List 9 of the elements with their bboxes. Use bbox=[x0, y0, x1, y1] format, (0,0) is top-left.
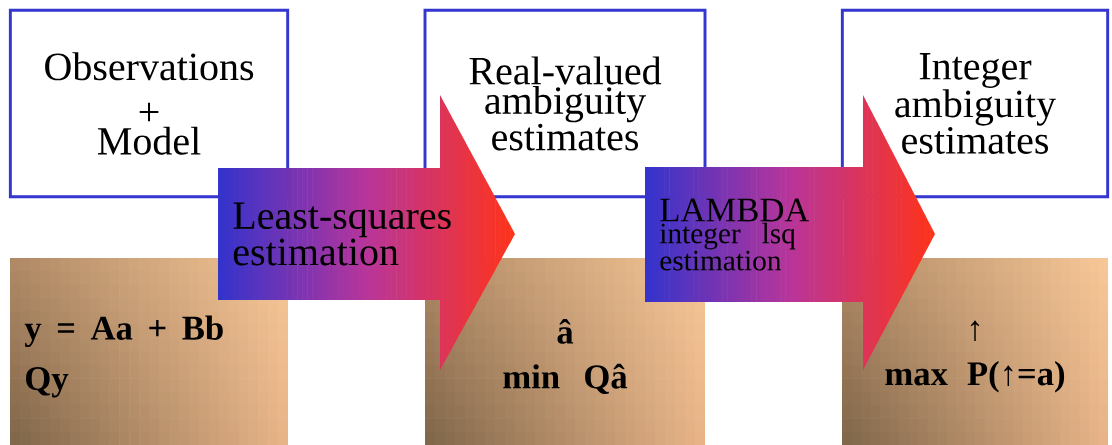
node-label: ↑ bbox=[970, 320, 980, 342]
node-label: â bbox=[557, 319, 574, 344]
text-box: Real-valued ambiguity estimates bbox=[423, 8, 707, 199]
node-label: min Qâ bbox=[503, 363, 628, 394]
formula-panel: ↑ max P(↑=a) bbox=[842, 258, 1108, 445]
text-box: Integer ambiguity estimates bbox=[840, 8, 1110, 199]
node-label: LAMBDA bbox=[660, 198, 810, 222]
text-box: Observations + Model bbox=[8, 8, 290, 199]
node-label: Qy bbox=[26, 367, 69, 398]
